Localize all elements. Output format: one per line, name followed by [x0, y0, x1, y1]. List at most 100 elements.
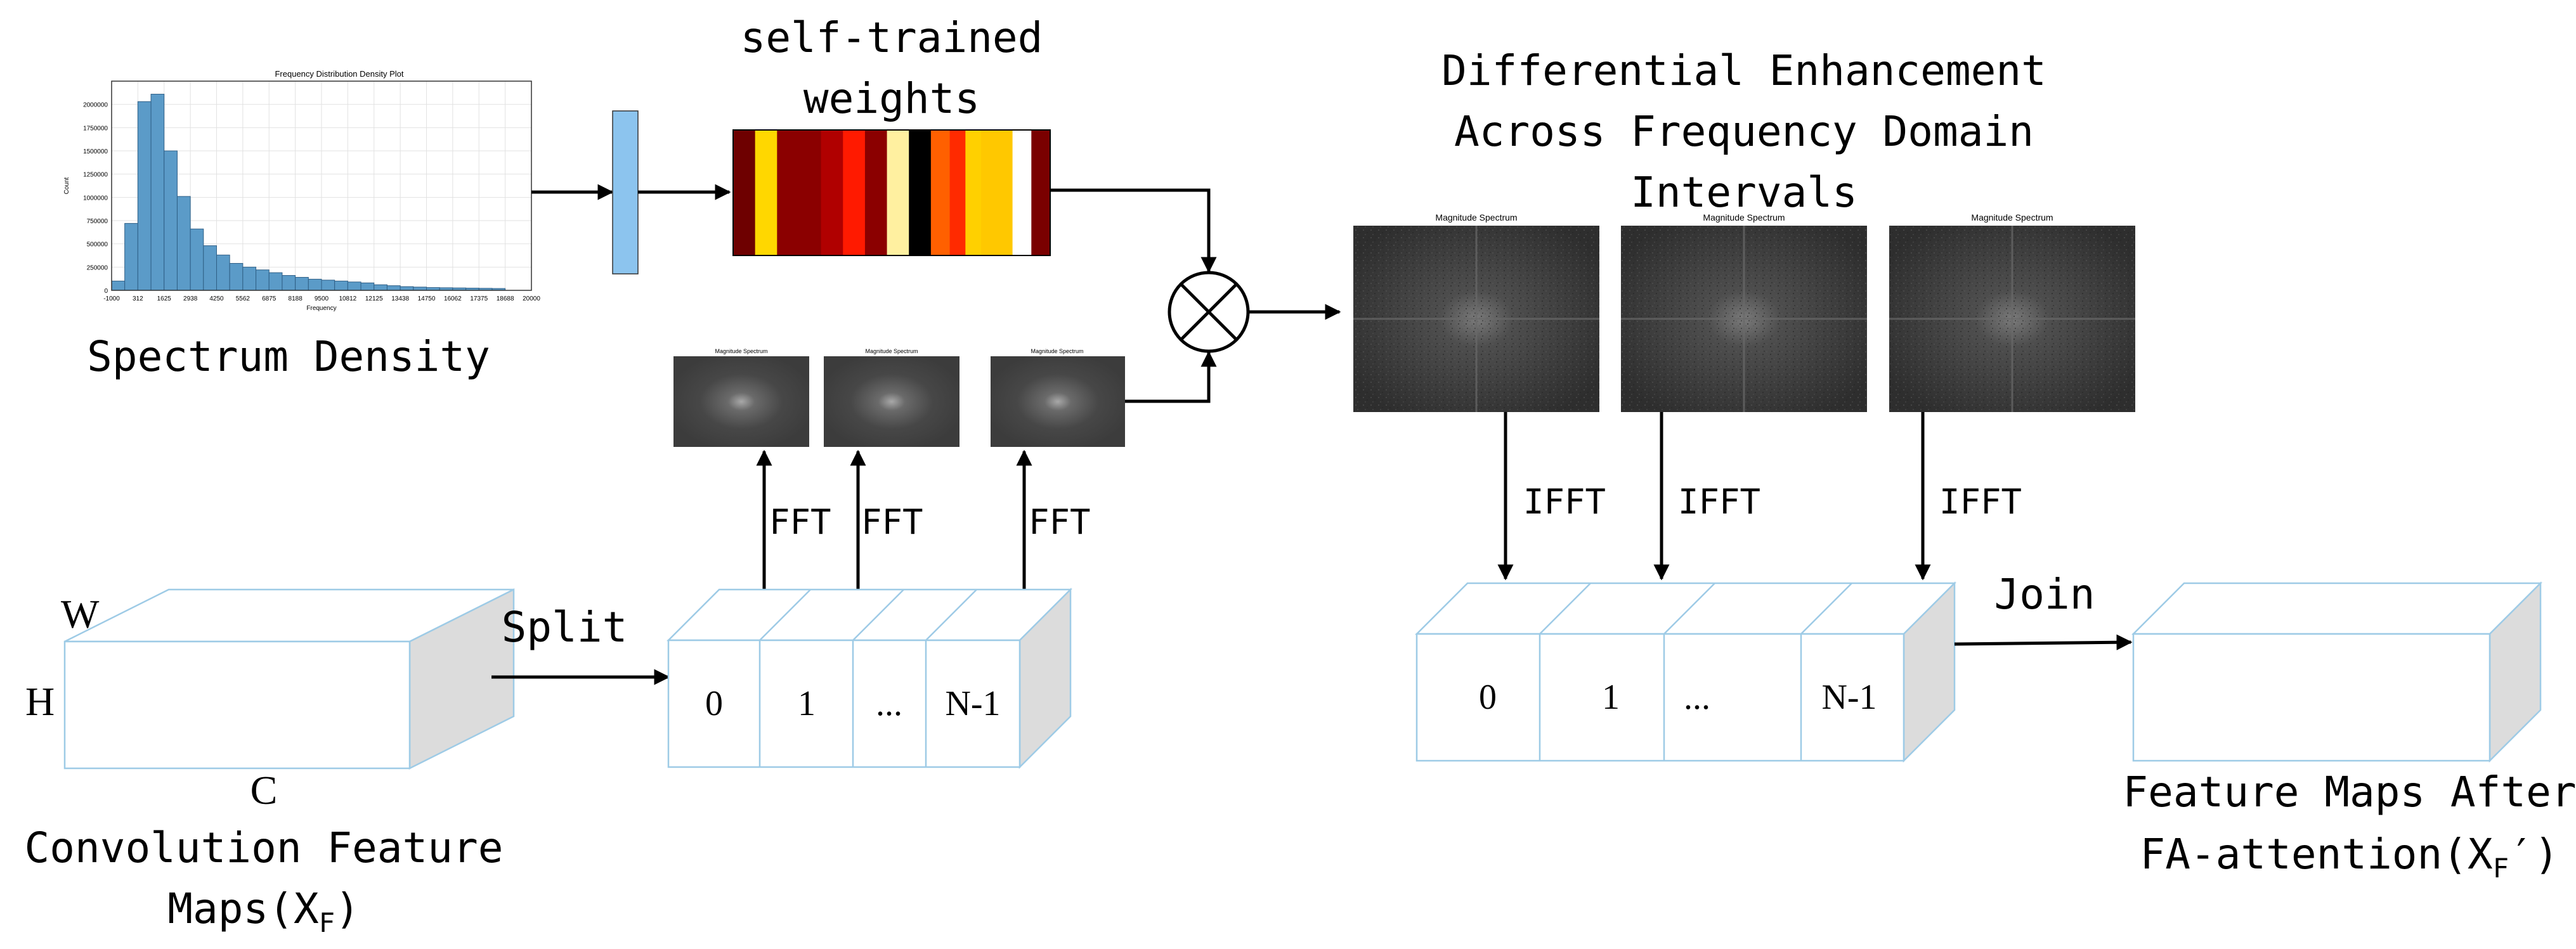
histogram-bar [268, 272, 283, 291]
conv-caption-subscript: F [319, 907, 335, 938]
arrow-weights-to-multiply [1050, 188, 1217, 273]
histogram-bar [400, 286, 414, 291]
large-spectrum-2: Magnitude Spectrum [1621, 212, 1867, 412]
weight-stripe [930, 130, 951, 255]
conv-caption-text: Maps(X [167, 884, 319, 933]
histogram-y-tick-label: 1000000 [83, 195, 108, 202]
small-spectrum-2: Magnitude Spectrum [824, 348, 959, 447]
small-spectrum-1: Magnitude Spectrum [673, 348, 809, 447]
small-spectrum-1-title: Magnitude Spectrum [715, 348, 767, 354]
joined-cell-0: 0 [1479, 678, 1497, 717]
output-caption-line2: FA-attention(XF′) [2140, 830, 2559, 884]
histogram-x-tick-label: 16062 [444, 295, 462, 302]
fft-label-1: FFT [769, 502, 831, 542]
large-spectrum-3: Magnitude Spectrum [1889, 212, 2135, 412]
histogram-y-tick-label: 750000 [87, 218, 108, 225]
histogram-bar [216, 254, 230, 291]
joined-cell-n1: N-1 [1821, 678, 1877, 717]
histogram-bar [360, 282, 375, 291]
weight-stripe [1012, 130, 1032, 255]
histogram-bar [164, 150, 178, 291]
histogram-x-tick-label: 10812 [339, 295, 356, 302]
histogram-bars [111, 94, 506, 291]
histogram-bar [229, 262, 244, 291]
histogram-x-tick-label: 8188 [289, 295, 303, 302]
histogram-bar [282, 275, 296, 291]
small-spectrum-3-title: Magnitude Spectrum [1031, 348, 1083, 354]
conv-caption-close: ) [335, 884, 360, 933]
small-spectrum-3: Magnitude Spectrum [991, 348, 1125, 447]
joined-cell-1: 1 [1602, 678, 1620, 717]
enhancement-title-line2: Across Frequency Domain [1454, 107, 2034, 156]
spectrum-density-caption: Spectrum Density [87, 332, 490, 381]
histogram-bar [124, 223, 138, 291]
dim-h-label: H [25, 679, 55, 724]
histogram-frame [111, 81, 532, 291]
histogram-y-ticks: 0250000500000750000100000012500001500000… [83, 102, 108, 295]
histogram-bar [295, 276, 309, 291]
histogram-x-tick-label: 5562 [236, 295, 250, 302]
histogram-y-tick-label: 1250000 [83, 172, 108, 179]
joined-cell-ellipsis: ... [1684, 678, 1710, 717]
histogram-bar [190, 228, 204, 291]
dim-c-label: C [250, 768, 278, 813]
conv-caption-line2: Maps(XF) [167, 884, 360, 938]
joined-block [1414, 581, 1957, 763]
histogram-bar [321, 280, 335, 291]
ifft-label-2: IFFT [1678, 482, 1760, 522]
histogram-title: Frequency Distribution Density Plot [275, 69, 403, 79]
histogram-x-tick-label: 1625 [157, 295, 172, 302]
split-cell-ellipsis: ... [876, 684, 902, 723]
histogram-x-tick-label: 4250 [209, 295, 224, 302]
spectrum-density-plot: Frequency Distribution Density Plot -100… [63, 69, 540, 312]
arrow-spectrum-to-multiply [1125, 351, 1217, 403]
histogram-x-tick-label: 17375 [470, 295, 488, 302]
histogram-x-tick-label: 14750 [418, 295, 436, 302]
histogram-y-tick-label: 250000 [87, 264, 108, 271]
ifft-label-1: IFFT [1523, 482, 1606, 522]
join-arrow [1954, 634, 2133, 650]
multiply-node [1168, 271, 1250, 353]
histogram-x-tick-label: 9500 [315, 295, 329, 302]
histogram-bar [150, 94, 165, 291]
histogram-bar [137, 101, 152, 291]
histogram-bar [308, 278, 322, 291]
split-block [666, 587, 1073, 770]
dim-w-label: W [61, 591, 100, 636]
histogram-bar [347, 281, 361, 291]
conv-caption-line1: Convolution Feature [25, 823, 504, 872]
weight-stripe [733, 130, 756, 255]
split-label: Split [502, 603, 628, 652]
histogram-x-label: Frequency [306, 305, 336, 312]
histogram-x-tick-label: 12125 [365, 295, 383, 302]
histogram-y-tick-label: 1750000 [83, 125, 108, 132]
weight-stripe [777, 130, 790, 255]
histogram-x-tick-label: 20000 [523, 295, 540, 302]
output-caption-line1: Feature Maps After [2123, 768, 2576, 817]
weight-stripe [790, 130, 822, 255]
output-block [2131, 581, 2543, 763]
histogram-x-tick-label: -1000 [103, 295, 120, 302]
weight-stripe [755, 130, 777, 255]
histogram-x-tick-label: 13438 [391, 295, 409, 302]
histogram-x-tick-label: 312 [133, 295, 143, 302]
fft-label-3: FFT [1029, 502, 1091, 542]
output-caption-close: ′) [2509, 830, 2559, 879]
ifft-label-3: IFFT [1939, 482, 2022, 522]
weight-stripe [949, 130, 966, 255]
weights-frame [732, 129, 1051, 256]
large-spectrum-1: Magnitude Spectrum [1353, 212, 1599, 412]
weight-stripe [887, 130, 909, 255]
small-spectrum-2-title: Magnitude Spectrum [865, 348, 918, 354]
weight-stripe [843, 130, 866, 255]
weight-stripe [981, 130, 1013, 255]
histogram-y-tick-label: 500000 [87, 242, 108, 249]
fft-label-2: FFT [861, 502, 923, 542]
weight-stripe [909, 130, 932, 255]
output-caption-subscript: F [2493, 853, 2509, 884]
histogram-bar [256, 269, 270, 291]
enhancement-title-line3: Intervals [1630, 168, 1857, 217]
histogram-y-tick-label: 0 [104, 288, 108, 295]
